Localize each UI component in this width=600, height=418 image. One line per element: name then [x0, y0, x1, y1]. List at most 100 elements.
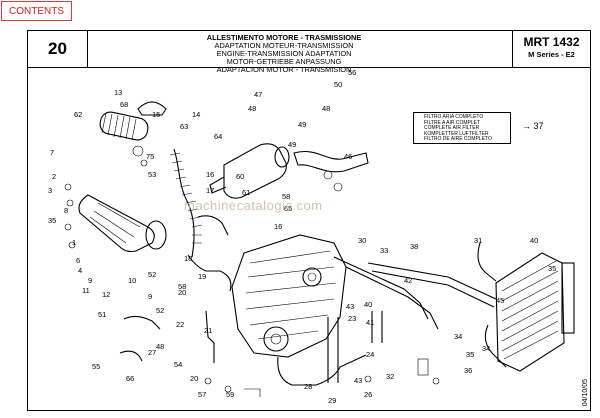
contents-button[interactable]: CONTENTS — [1, 1, 72, 21]
callout-number: 38 — [410, 242, 418, 251]
issue-date: 04/10/05 — [582, 378, 589, 406]
callout-number: 58 — [178, 282, 186, 291]
callout-number: 36 — [464, 366, 472, 375]
callout-number: 24 — [366, 350, 374, 359]
title-es: ADAPTACION MOTOR - TRANSMISION — [216, 65, 352, 74]
callout-number: 66 — [126, 374, 134, 383]
filter-housing — [78, 194, 167, 253]
upper-radiator-hose — [477, 242, 497, 282]
callout-number: 43 — [354, 376, 362, 385]
callout-number: 21 — [204, 326, 212, 335]
callout-number: 75 — [146, 152, 154, 161]
heater-pipes — [367, 262, 497, 308]
callout-number: 23 — [348, 314, 356, 323]
callout-number: 11 — [82, 286, 90, 295]
callout-number: 6 — [76, 256, 80, 265]
callout-number: 33 — [380, 246, 388, 255]
filter-ref: → 37 — [522, 121, 544, 131]
callout-number: 48 — [322, 104, 330, 113]
callout-number: 18 — [184, 254, 192, 263]
title-en: ENGINE-TRANSMISSION ADAPTATION — [216, 49, 352, 58]
filter-cap — [137, 101, 167, 116]
callout-number: 7 — [50, 148, 54, 157]
callout-number: 16 — [274, 222, 282, 231]
filter-note-line: FILTRO ARIA COMPLETO — [424, 114, 484, 120]
air-filter-cartridge — [99, 111, 149, 141]
callout-number: 42 — [404, 276, 412, 285]
callout-number: 13 — [114, 88, 122, 97]
filter-note-line: KOMPLETTER LUFTFILTER — [424, 130, 489, 137]
callout-number: 31 — [474, 236, 482, 245]
filter-note-line: COMPLETE AIR FILTER — [424, 125, 480, 132]
callout-number: 52 — [156, 306, 164, 315]
callout-number: 59 — [226, 390, 234, 399]
callout-number: 53 — [148, 170, 156, 179]
filter-note-line: FILTRO DE AIRE COMPLETO — [424, 136, 492, 143]
callout-number: 45 — [496, 296, 504, 305]
callout-number: 46 — [344, 152, 352, 161]
model-series: M Series - E2 — [528, 50, 575, 59]
filter-ref-number: 37 — [533, 121, 544, 131]
callout-number: 35 — [48, 216, 56, 225]
callout-number: 34 — [482, 344, 490, 353]
callout-number: 35 — [548, 264, 556, 273]
callout-number: 22 — [176, 320, 184, 329]
callout-number: 61 — [242, 188, 250, 197]
callout-number: 50 — [334, 80, 342, 89]
callout-number: 16 — [206, 170, 214, 179]
callout-number: 2 — [52, 172, 56, 181]
parts-sheet: 20 ALLESTIMENTO MOTORE - TRASMISSIONE AD… — [27, 30, 591, 411]
exhaust-silencer — [209, 143, 290, 199]
hose-23 — [205, 310, 215, 363]
callout-number: 49 — [288, 140, 296, 149]
radiator — [495, 252, 575, 372]
callout-number: 19 — [198, 272, 206, 281]
callout-number: 64 — [214, 132, 222, 141]
lower-radiator-hose — [484, 324, 507, 368]
filter-note-line: FILTRE A AIR COMPLET — [424, 119, 481, 126]
callout-number: 1 — [72, 238, 76, 247]
callout-number: 10 — [128, 276, 136, 285]
coolant-pipes — [333, 256, 439, 330]
model-box: MRT 1432 M Series - E2 — [512, 31, 590, 67]
callout-number: 48 — [248, 104, 256, 113]
section-titles: ALLESTIMENTO MOTORE - TRASMISSIONE ADAPT… — [88, 34, 480, 74]
callout-number: 27 — [148, 348, 156, 357]
section-number: 20 — [28, 31, 88, 67]
engine-block — [231, 234, 347, 358]
callout-number: 49 — [298, 120, 306, 129]
watermark: machinecatalogic.com — [184, 198, 323, 213]
callout-number: 60 — [236, 172, 244, 181]
drain-pipe — [327, 317, 339, 383]
callout-number: 47 — [254, 90, 262, 99]
callout-number: 20 — [178, 288, 186, 297]
callout-number: 35 — [466, 350, 474, 359]
small-parts — [64, 145, 440, 397]
callout-number: 51 — [98, 310, 106, 319]
hose-66 — [119, 350, 143, 362]
callout-number: 32 — [386, 372, 394, 381]
callout-number: 52 — [148, 270, 156, 279]
callout-number: 62 — [74, 110, 82, 119]
callout-number: 14 — [192, 110, 200, 119]
callout-number: 20 — [190, 374, 198, 383]
callout-number: 41 — [366, 318, 374, 327]
callout-number: 26 — [364, 390, 372, 399]
filter-note: FILTRO ARIA COMPLETO FILTRE A AIR COMPLE… — [413, 112, 511, 144]
bottom-pipe — [277, 354, 367, 386]
callout-number: 12 — [102, 290, 110, 299]
callout-number: 4 — [78, 266, 82, 275]
hose-18 — [187, 254, 232, 292]
callout-number: 63 — [180, 122, 188, 131]
callout-number: 65 — [284, 204, 292, 213]
callout-number: 68 — [120, 100, 128, 109]
callout-number: 28 — [304, 382, 312, 391]
callout-number: 48 — [156, 342, 164, 351]
callout-number: 56 — [348, 68, 356, 77]
model-name: MRT 1432 — [523, 35, 580, 49]
sheet-header: 20 ALLESTIMENTO MOTORE - TRASMISSIONE AD… — [28, 31, 590, 74]
callout-number: 34 — [454, 332, 462, 341]
